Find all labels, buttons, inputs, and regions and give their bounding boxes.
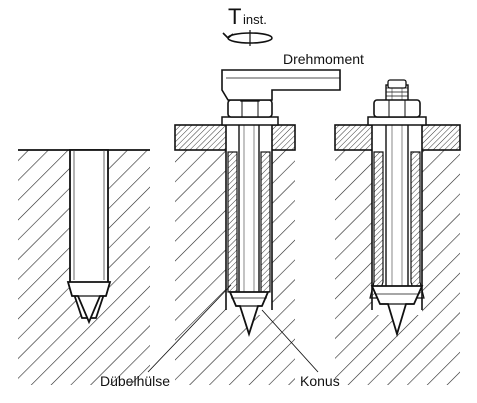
panel-anchor-torqued	[174, 69, 341, 385]
panel-drilled-hole	[18, 149, 150, 385]
washer-3	[367, 116, 427, 126]
sleeve-label: Dübelhülse	[100, 373, 170, 389]
nut-3	[373, 99, 421, 118]
panel-anchor-installed	[334, 79, 461, 385]
bolt-shaft-2	[238, 109, 260, 301]
sleeve-right-3	[410, 151, 425, 299]
sleeve-leader-line	[147, 284, 232, 373]
torque-subscript: inst.	[243, 12, 267, 27]
torque-label: Drehmoment	[283, 51, 364, 67]
cone-label: Konus	[300, 373, 340, 389]
nut-2	[227, 99, 273, 118]
cone-leader-line	[261, 309, 319, 373]
torque-rotation-arrow	[222, 30, 273, 46]
hole-walls-3	[371, 125, 423, 310]
sleeve-left-2	[227, 151, 238, 293]
torque-wrench	[221, 69, 341, 101]
sleeve-right-2	[260, 151, 271, 293]
torque-symbol: T	[228, 4, 241, 29]
hole-walls-2	[225, 125, 273, 310]
washer-2	[221, 116, 279, 126]
